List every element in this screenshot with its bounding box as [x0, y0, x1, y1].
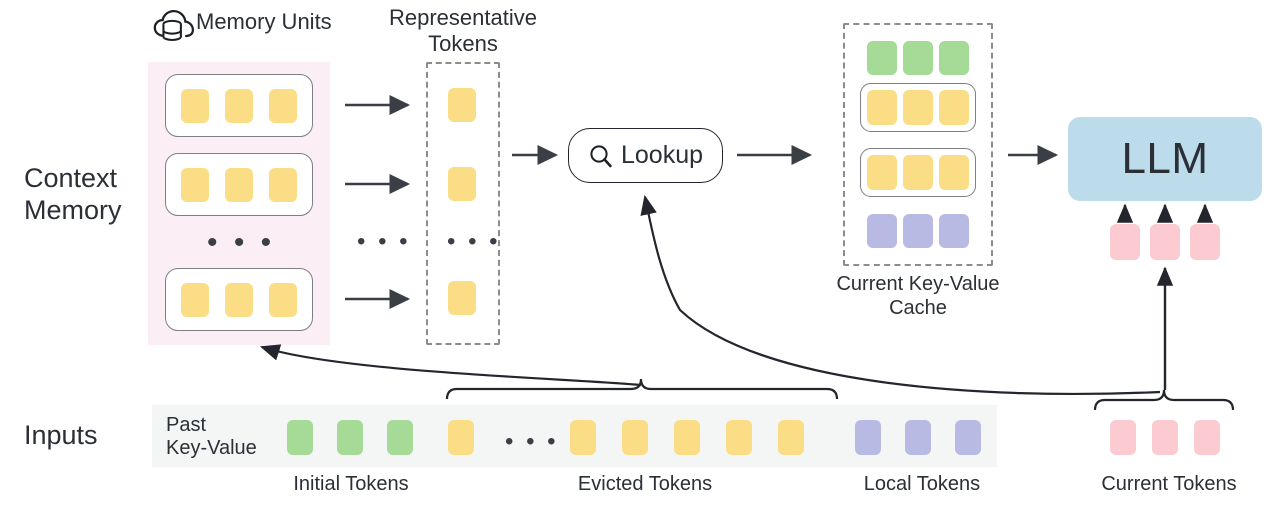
kv-cache-token — [903, 155, 933, 190]
llm-input-token — [1150, 224, 1180, 260]
input-sequence-ellipsis: • • • — [505, 428, 559, 455]
input-token-evicted — [726, 420, 752, 455]
kv-cache-token — [939, 41, 969, 75]
llm-input-token — [1190, 224, 1220, 260]
lookup-label: Lookup — [620, 141, 704, 169]
input-token-local — [855, 420, 881, 455]
memory-units-header: Memory Units — [196, 9, 332, 34]
kv-cache-token — [903, 90, 933, 125]
input-token-local — [905, 420, 931, 455]
brace-current-tokens — [1093, 389, 1235, 411]
memory-token — [225, 89, 253, 123]
input-token-evicted — [622, 420, 648, 455]
representative-tokens-ellipsis: • • • — [447, 228, 501, 255]
kv-cache-token — [867, 90, 897, 125]
kv-cache-token — [939, 90, 969, 125]
input-token-local — [955, 420, 981, 455]
input-token-evicted — [448, 420, 474, 455]
representative-token — [448, 88, 476, 122]
kv-cache-token — [867, 214, 897, 248]
input-token-evicted — [570, 420, 596, 455]
representative-tokens-header: Representative Tokens — [389, 5, 537, 56]
row-label-context-memory: Context Memory — [24, 163, 122, 225]
cloud-database-icon — [152, 5, 197, 50]
caption-evicted-tokens: Evicted Tokens — [577, 473, 713, 495]
caption-current-tokens: Current Tokens — [1101, 473, 1237, 495]
kv-cache-token — [939, 214, 969, 248]
llm-input-token — [1110, 224, 1140, 260]
memory-token — [225, 283, 253, 317]
memory-token — [181, 168, 209, 202]
representative-token — [448, 281, 476, 315]
memory-token — [269, 168, 297, 202]
input-token-initial — [337, 420, 363, 455]
search-icon — [588, 143, 614, 169]
memory-token — [225, 168, 253, 202]
memory-units-ellipsis: • • • — [207, 226, 276, 259]
caption-local-tokens: Local Tokens — [863, 473, 981, 495]
representative-tokens-box — [426, 62, 500, 345]
memory-token — [181, 283, 209, 317]
kv-cache-token — [939, 155, 969, 190]
kv-cache-token — [867, 155, 897, 190]
kv-cache-token — [903, 214, 933, 248]
past-key-value-label: Past Key-Value — [166, 414, 257, 459]
input-token-current — [1110, 420, 1136, 455]
llm-box: LLM — [1068, 117, 1262, 201]
caption-initial-tokens: Initial Tokens — [293, 473, 409, 495]
memory-token — [269, 89, 297, 123]
memory-token — [269, 283, 297, 317]
representative-token — [448, 167, 476, 201]
row-label-inputs: Inputs — [24, 420, 98, 450]
input-token-evicted — [778, 420, 804, 455]
arrow-evicted-to-context-memory — [259, 344, 642, 387]
kv-cache-caption: Current Key-Value Cache — [836, 273, 1000, 319]
lookup-button[interactable]: Lookup — [568, 128, 723, 183]
kv-cache-token — [867, 41, 897, 75]
memory-token — [181, 89, 209, 123]
kv-cache-token — [903, 41, 933, 75]
input-token-evicted — [674, 420, 700, 455]
input-token-initial — [387, 420, 413, 455]
llm-label: LLM — [1121, 134, 1209, 183]
input-token-current — [1194, 420, 1220, 455]
input-token-current — [1152, 420, 1178, 455]
between-columns-ellipsis: • • • — [357, 228, 411, 255]
input-token-initial — [287, 420, 313, 455]
brace-evicted-tokens — [445, 378, 839, 400]
